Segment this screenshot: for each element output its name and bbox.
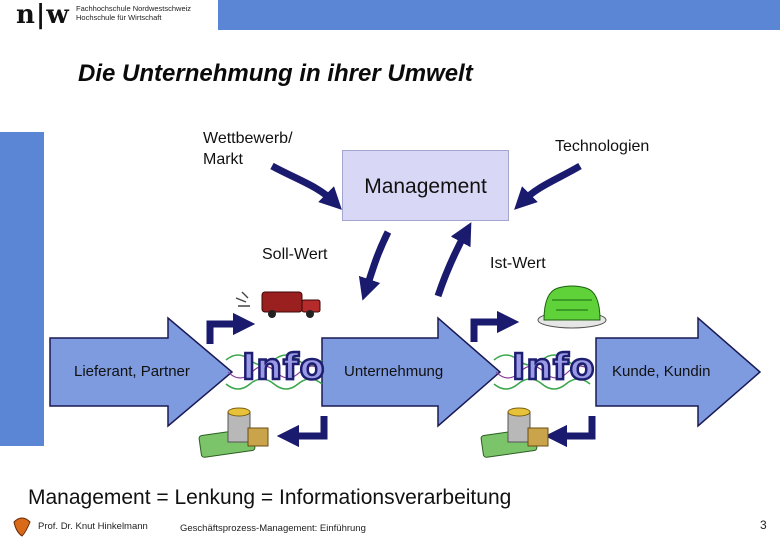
fhnw-logo-mark: n|w: [16, 0, 70, 30]
target-down-arrow-icon: [358, 230, 392, 301]
info-wave-right-purple: [495, 365, 593, 379]
goods-in-arrow-icon: [206, 312, 256, 344]
product-jelly-icon: [537, 285, 607, 329]
info-label-right: Info: [511, 346, 596, 390]
company-label: Unternehmung: [344, 363, 444, 380]
competition-label: Wettbewerb/ Markt: [203, 128, 293, 170]
delivery-truck-icon: [235, 291, 321, 318]
left-accent-bar: [0, 132, 44, 446]
company-arrow: [321, 316, 502, 428]
info-wave-left: [225, 354, 323, 390]
info-wave-right: [493, 354, 591, 390]
money-back-arrow-left-icon: [276, 416, 328, 448]
supplier-label: Lieferant, Partner: [74, 363, 190, 380]
competition-arrow-icon: [270, 162, 342, 210]
customer-arrow: [595, 316, 762, 428]
footer-logo-icon: [13, 517, 31, 537]
management-box: [342, 150, 509, 221]
technology-arrow-icon: [514, 162, 582, 210]
actual-up-arrow-icon: [434, 222, 472, 298]
goods-out-arrow-icon: [470, 310, 520, 342]
footer-course: Geschäftsprozess-Management: Einführung: [180, 523, 366, 534]
target-value-label: Soll-Wert: [262, 246, 328, 263]
slide-title: Die Unternehmung in ihrer Umwelt: [78, 60, 473, 87]
technologies-label: Technologien: [555, 138, 650, 155]
supplier-arrow: [49, 316, 234, 428]
money-back-arrow-right-icon: [544, 416, 596, 448]
money-stack-right-icon: [480, 407, 549, 458]
page-number: 3: [760, 518, 767, 532]
info-label-left: Info: [241, 346, 326, 390]
competition-line-1: Wettbewerb/: [203, 130, 293, 147]
customer-label: Kunde, Kundin: [612, 363, 711, 380]
actual-value-label: Ist-Wert: [490, 255, 546, 272]
header-accent-bar: [218, 0, 780, 30]
competition-line-2: Markt: [203, 151, 243, 168]
management-label: Management: [364, 175, 487, 198]
logo-line-2: Hochschule für Wirtschaft: [76, 13, 162, 22]
footer-author: Prof. Dr. Knut Hinkelmann: [38, 521, 148, 532]
management-formula: Management = Lenkung = Informationsverar…: [28, 486, 512, 509]
logo-line-1: Fachhochschule Nordwestschweiz: [76, 4, 192, 13]
info-wave-left-purple: [227, 365, 325, 379]
money-stack-left-icon: [198, 407, 269, 458]
